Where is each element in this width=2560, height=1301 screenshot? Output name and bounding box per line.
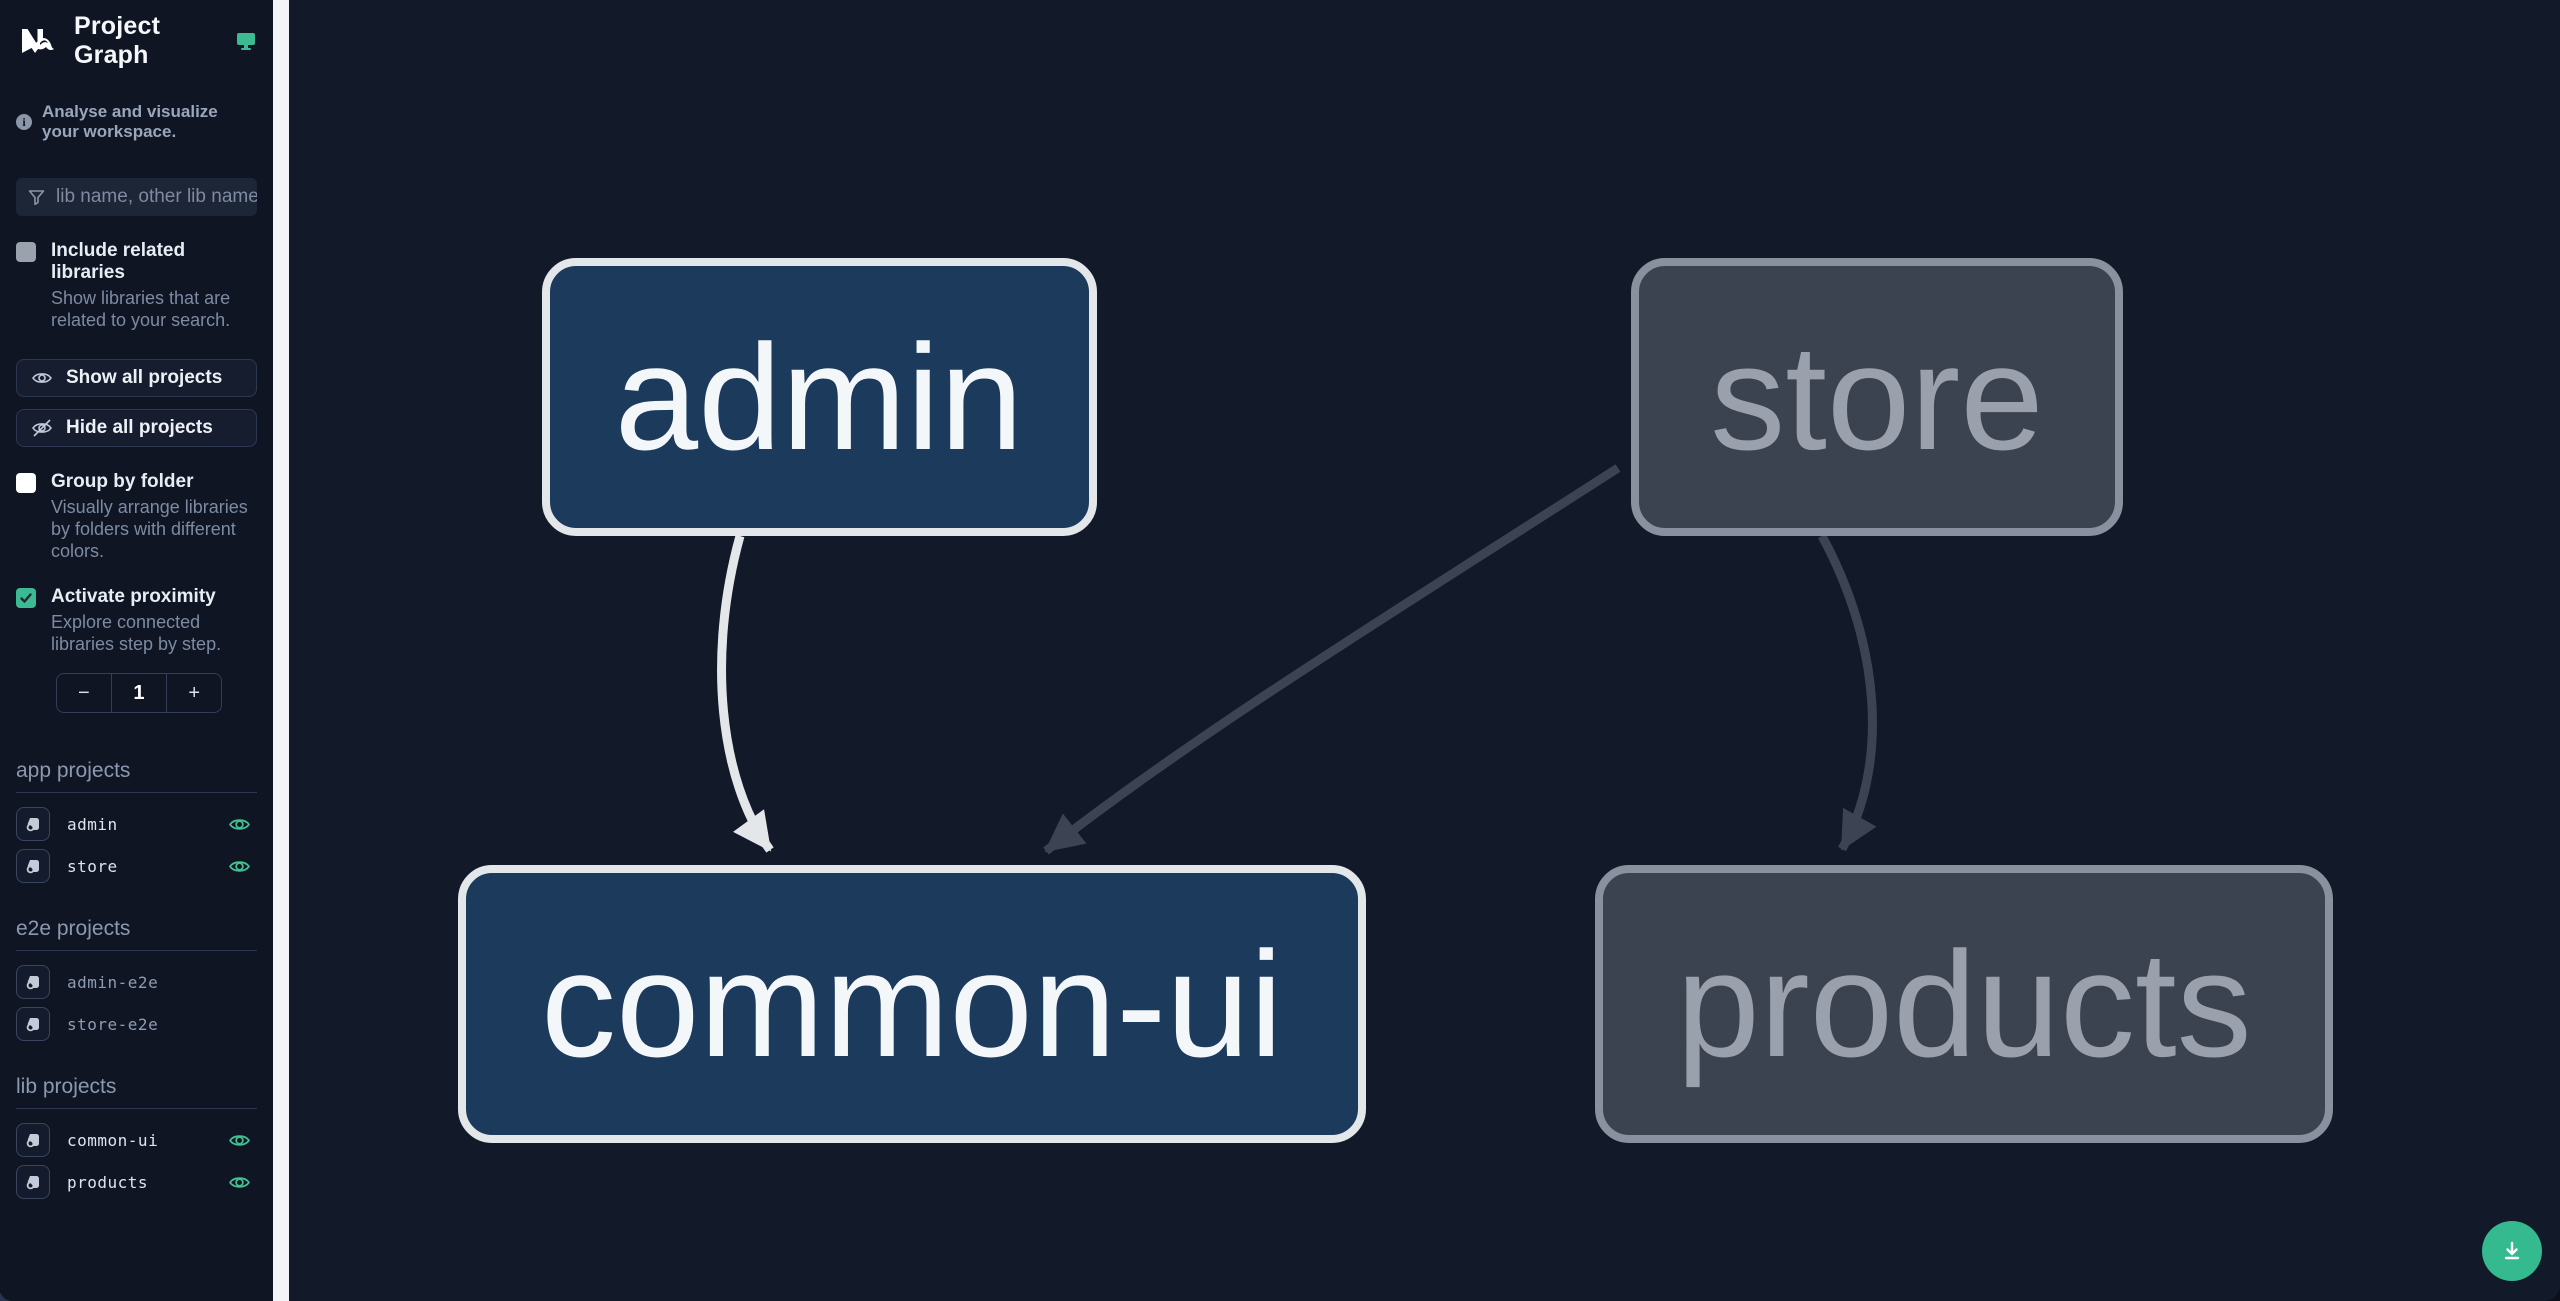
focus-project-icon <box>26 818 39 832</box>
focus-project-button-admin[interactable] <box>16 807 50 841</box>
edge-store-to-common-ui[interactable] <box>1043 464 1621 855</box>
sidebar-scrollbar[interactable] <box>273 0 289 1301</box>
download-icon <box>2504 1241 2520 1260</box>
project-row-admin: admin <box>16 803 257 845</box>
option-description: Explore connected libraries step by step… <box>51 612 222 654</box>
focus-project-button-admin-e2e[interactable] <box>16 965 50 999</box>
proximity-value: 1 <box>133 681 145 704</box>
eye-visible-icon-store[interactable] <box>228 855 251 878</box>
focus-project-button-common-ui[interactable] <box>16 1123 50 1157</box>
option-activate-proximity: Activate proximity Explore connected lib… <box>16 586 257 655</box>
hide-all-projects-button[interactable]: Hide all projects <box>16 409 257 447</box>
node-label-store: store <box>1710 313 2043 481</box>
focus-project-icon <box>26 1018 39 1032</box>
project-row-store: store <box>16 845 257 887</box>
search-input[interactable] <box>56 186 257 208</box>
info-icon: i <box>16 114 32 130</box>
node-label-admin: admin <box>615 313 1024 481</box>
checkbox-include-related[interactable] <box>16 242 36 262</box>
focus-project-icon <box>26 1176 39 1190</box>
option-label: Include related libraries <box>51 240 186 283</box>
graph-node-store[interactable]: store <box>1631 258 2123 536</box>
option-group-by-folder: Group by folder Visually arrange librari… <box>16 471 257 562</box>
project-row-products: products <box>16 1161 257 1203</box>
project-row-store-e2e: store-e2e <box>16 1003 257 1045</box>
sidebar-header: Project Graph <box>16 0 257 78</box>
eye-visible-icon-common-ui[interactable] <box>228 1129 251 1152</box>
search-box <box>16 178 257 216</box>
show-all-projects-label: Show all projects <box>66 367 223 388</box>
eye-off-icon <box>32 419 52 437</box>
edge-admin-to-common-ui[interactable] <box>717 534 774 853</box>
check-icon <box>20 593 32 603</box>
option-description: Visually arrange libraries by folders wi… <box>51 497 248 561</box>
node-label-common-ui: common-ui <box>541 920 1283 1088</box>
nx-logo-icon <box>22 29 54 53</box>
eye-visible-icon-admin[interactable] <box>228 813 251 836</box>
proximity-decrement-button[interactable]: − <box>57 674 112 712</box>
project-name: store <box>67 856 118 876</box>
monitor-icon <box>235 30 257 52</box>
hide-all-projects-label: Hide all projects <box>66 417 213 438</box>
project-sections: app projects admin store e2e projects ad… <box>16 759 257 1203</box>
focus-project-icon <box>26 1134 39 1148</box>
project-row-admin-e2e: admin-e2e <box>16 961 257 1003</box>
focus-project-button-store-e2e[interactable] <box>16 1007 50 1041</box>
project-name: store-e2e <box>67 1014 159 1034</box>
workspace-tagline: i Analyse and visualize your workspace. <box>16 102 257 142</box>
option-label: Group by folder <box>51 471 194 492</box>
graph-node-products[interactable]: products <box>1595 865 2333 1143</box>
eye-visible-icon-products[interactable] <box>228 1171 251 1194</box>
checkbox-activate-proximity[interactable] <box>16 588 36 608</box>
proximity-increment-button[interactable]: + <box>166 674 221 712</box>
eye-icon <box>32 373 52 383</box>
focus-project-icon <box>26 976 39 990</box>
proximity-stepper: − 1 + <box>56 673 222 713</box>
project-name: common-ui <box>67 1130 159 1150</box>
node-label-products: products <box>1676 920 2251 1088</box>
download-graph-button[interactable] <box>2482 1221 2542 1281</box>
graph-node-admin[interactable]: admin <box>542 258 1097 536</box>
project-name: products <box>67 1172 149 1192</box>
option-description: Show libraries that are related to your … <box>51 288 231 330</box>
section-title-app: app projects <box>16 759 257 793</box>
graph-node-common-ui[interactable]: common-ui <box>458 865 1366 1143</box>
focus-project-button-products[interactable] <box>16 1165 50 1199</box>
project-row-common-ui: common-ui <box>16 1119 257 1161</box>
sidebar: Project Graph i Analyse and visualize yo… <box>0 0 273 1301</box>
show-all-projects-button[interactable]: Show all projects <box>16 359 257 397</box>
filter-funnel-icon <box>16 188 56 207</box>
edge-store-to-products[interactable] <box>1818 533 1877 852</box>
focus-project-button-store[interactable] <box>16 849 50 883</box>
graph-canvas[interactable]: admin store common-ui products <box>289 0 2560 1301</box>
checkbox-group-by-folder[interactable] <box>16 473 36 493</box>
section-title-e2e: e2e projects <box>16 917 257 951</box>
page-title: Project Graph <box>74 12 161 69</box>
option-label: Activate proximity <box>51 586 216 607</box>
focus-project-icon <box>26 860 39 874</box>
project-name: admin-e2e <box>67 972 159 992</box>
section-title-lib: lib projects <box>16 1075 257 1109</box>
project-name: admin <box>67 814 118 834</box>
option-include-related: Include related libraries Show libraries… <box>16 240 257 331</box>
